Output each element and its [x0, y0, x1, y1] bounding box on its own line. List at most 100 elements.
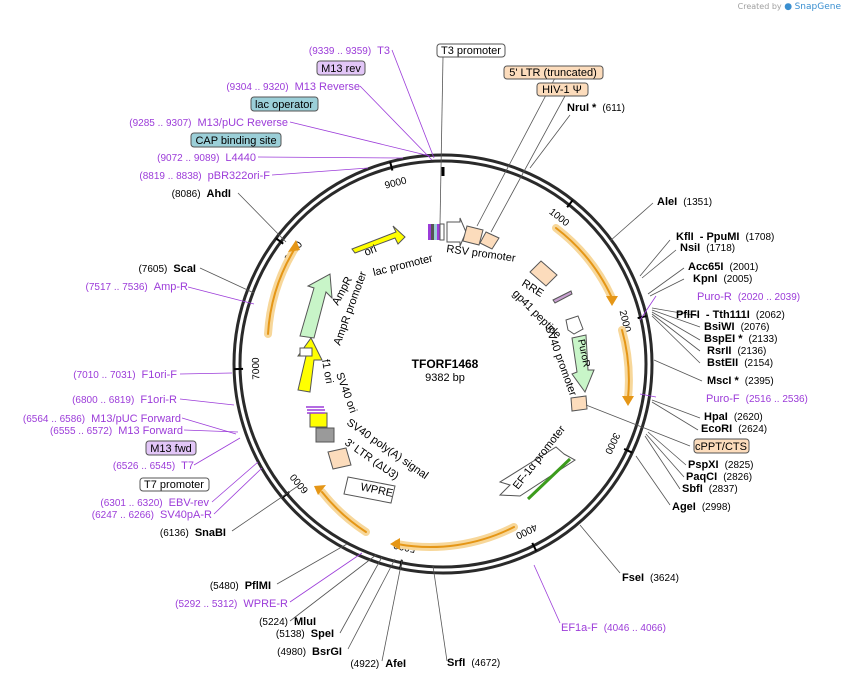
primer-label-left: (6247 .. 6266) SV40pA-R [92, 509, 212, 521]
primer-name: M13 Forward [118, 425, 183, 437]
site-position: (2062) [756, 310, 785, 321]
credit-brand: SnapGene [794, 2, 841, 12]
primer-name: Amp-R [154, 281, 188, 293]
primer-position: (2516 .. 2536) [746, 394, 808, 405]
site-name: EcoRI [701, 423, 732, 435]
primer-position: (8819 .. 8838) [139, 171, 201, 182]
ampr-promoter-arrow [299, 347, 313, 357]
lac-cluster-bar-1 [428, 224, 431, 240]
primer-name: Puro-F [706, 393, 740, 405]
tick-label: 9000 [384, 175, 409, 191]
site-name: BsrGI [312, 646, 342, 658]
lac-cluster [428, 223, 445, 241]
primer-name: SV40pA-R [160, 509, 212, 521]
primer-position: (4046 .. 4066) [604, 623, 666, 634]
lac-promoter-label: lac promoter [372, 252, 435, 279]
site-name: NsiI [680, 242, 700, 254]
site-label-right: MscI *(2395) [707, 375, 774, 387]
orf-arrowhead-1 [606, 296, 618, 306]
site-position: (1351) [683, 197, 712, 208]
rsv-promoter-label: RSV promoter [446, 243, 517, 265]
lac-operator-label: lac operator [255, 99, 313, 111]
site-name: NruI * [567, 102, 597, 114]
orf-arc-1 [555, 227, 613, 299]
primer-name: M13/pUC Forward [91, 413, 181, 425]
primer-position: (6247 .. 6266) [92, 510, 154, 521]
primer-position: (6301 .. 6320) [100, 498, 162, 509]
backbone-outer-ring [232, 153, 654, 575]
site-position: (2136) [737, 346, 766, 357]
site-position: (2826) [723, 472, 752, 483]
orf-arrowhead-4 [314, 485, 326, 495]
site-name: AleI [657, 196, 677, 208]
hiv-psi-feature [479, 231, 500, 250]
primer-position: (9072 .. 9089) [157, 153, 219, 164]
site-name: BstEII [707, 357, 738, 369]
site-label-right: SbfI (2837) [682, 483, 738, 495]
primer-name: Puro-R [697, 291, 732, 303]
tick-mark [623, 447, 633, 454]
primer-label-left: (6555 .. 6572) M13 Forward [50, 425, 183, 437]
primer-position: (7010 .. 7031) [73, 370, 135, 381]
site-name: PspXI [688, 459, 719, 471]
site-position: (6136) [160, 528, 189, 539]
site-label-left: (5138)SpeI [276, 628, 334, 640]
lac-cluster-bar-3 [434, 224, 437, 240]
primer-name: EF1a-F [561, 622, 598, 634]
orf-arc-3-halo [393, 523, 518, 552]
primer-name: WPRE-R [243, 598, 288, 610]
primer-position: (2020 .. 2039) [738, 292, 800, 303]
site-name: BsiWI [704, 321, 735, 333]
site-position: (4922) [350, 659, 379, 670]
plasmid-length: 9382 bp [425, 372, 465, 384]
site-name: KflI [676, 231, 694, 243]
site-position: (2998) [702, 502, 731, 513]
orf-arrowhead-2 [622, 396, 634, 406]
ef1a-primer-bar [526, 457, 572, 501]
site-position: (2076) [741, 322, 770, 333]
primer-label-left: (7517 .. 7536)Amp-R [86, 281, 189, 293]
orf-arc-2 [621, 329, 630, 399]
site-name: Acc65I [688, 261, 723, 273]
primer-label-left: (6564 .. 6586)M13/pUC Forward [23, 413, 181, 425]
site-label-right: NsiI(1718) [680, 242, 735, 254]
m13-rev-label: M13 rev [321, 63, 361, 75]
site-name: RsrII [707, 345, 731, 357]
site-label-left: (4922)AfeI [350, 658, 406, 670]
ef1a-promoter-arrow [498, 446, 576, 497]
m13-fwd-box [145, 440, 197, 456]
site-position: (2624) [738, 424, 767, 435]
site-position: (2825) [725, 460, 754, 471]
primer-name: M13/pUC Reverse [198, 117, 288, 129]
lac-cluster-bar-2 [431, 224, 434, 240]
primer-position: (6526 .. 6545) [113, 461, 175, 472]
site-name: SbfI [682, 483, 703, 495]
site-name: KpnI [693, 273, 717, 285]
site-name-2: - PpuMI [700, 231, 740, 243]
primer-label-left: (9072 .. 9089)L4440 [157, 152, 256, 164]
primer-label-left: (9304 .. 9320)M13 Reverse [226, 81, 360, 93]
site-label-right: AgeI(2998) [672, 501, 731, 513]
site-position: (2837) [709, 484, 738, 495]
primer-position: (6555 .. 6572) [50, 426, 112, 437]
site-position: (7605) [138, 264, 167, 275]
orf-arc-5-halo [264, 246, 298, 338]
site-label-right: RsrII (2136) [707, 345, 766, 357]
site-label-right: PaqCI(2826) [686, 471, 752, 483]
tick-mark [566, 199, 574, 208]
primer-name: F1ori-R [140, 394, 177, 406]
t3-promoter-box [436, 43, 506, 58]
site-label-right: KflI - PpuMI (1708) [676, 231, 774, 243]
primer-position: (9339 .. 9359) [309, 46, 371, 57]
site-position: (611) [602, 103, 625, 114]
site-position: (1708) [745, 232, 774, 243]
primer-position: (5292 .. 5312) [175, 599, 237, 610]
site-label-right: Acc65I(2001) [688, 261, 758, 273]
sv40-promoter-arrow [565, 315, 584, 335]
ori-feature [351, 225, 406, 254]
plasmid-name: TFORF1468 [412, 357, 479, 371]
lac-operator-box [250, 96, 319, 112]
sv40-ori-feature [309, 412, 328, 428]
f1ori-label: f1 ori [319, 358, 335, 384]
